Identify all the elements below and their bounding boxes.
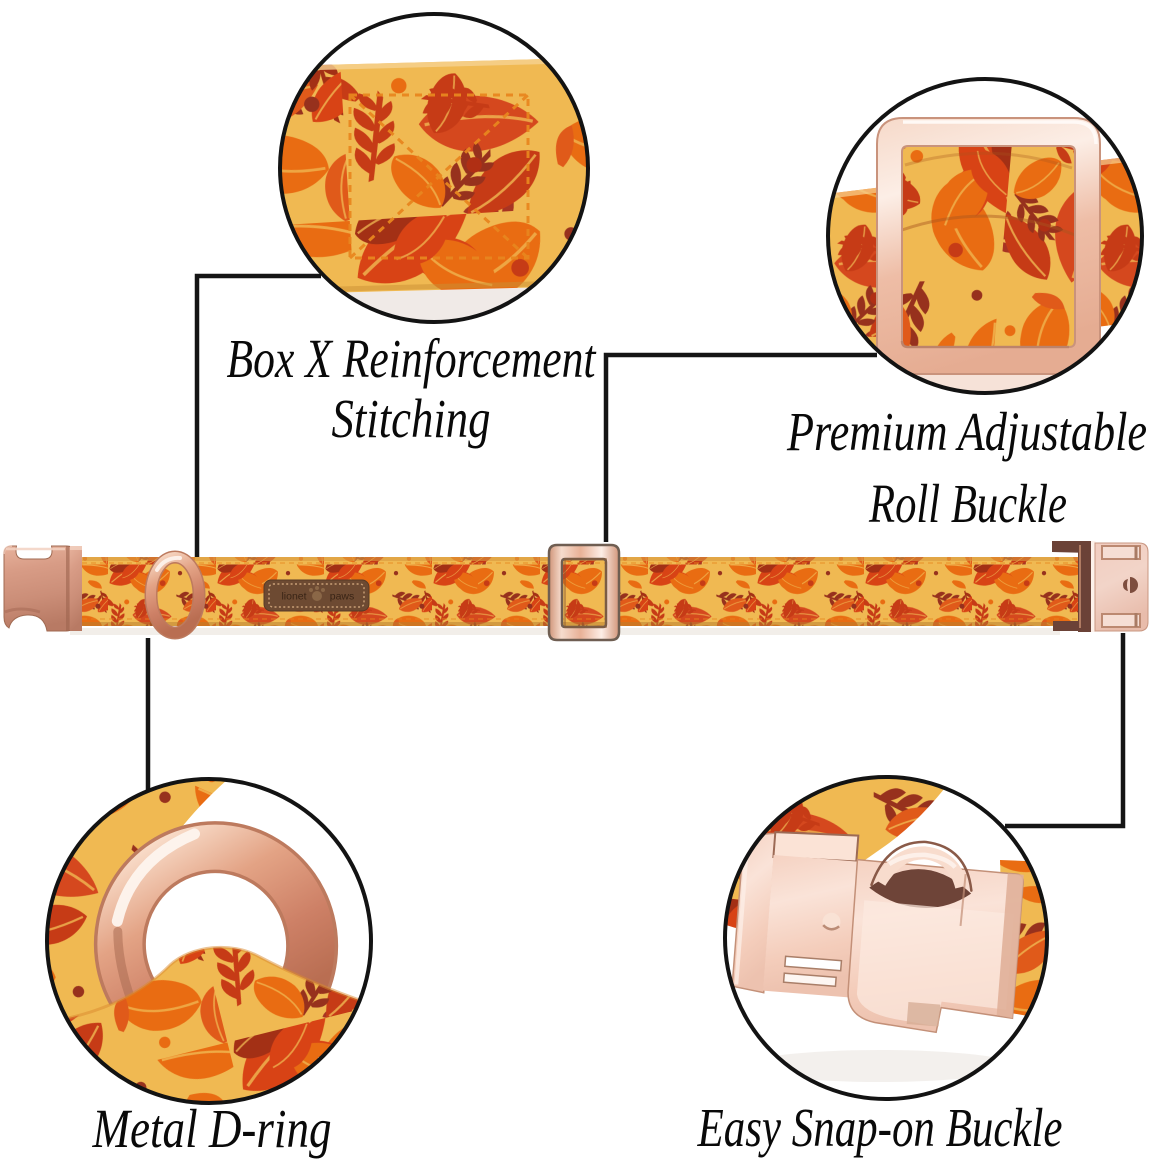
svg-text:lionet: lionet	[281, 591, 306, 603]
svg-text:Box X Reinforcement: Box X Reinforcement	[227, 328, 597, 389]
svg-text:paws: paws	[330, 591, 355, 603]
svg-text:Premium Adjustable: Premium Adjustable	[786, 401, 1147, 462]
svg-text:Roll Buckle: Roll Buckle	[868, 473, 1067, 534]
svg-text:Stitching: Stitching	[332, 388, 491, 449]
svg-text:Metal D-ring: Metal D-ring	[92, 1098, 332, 1159]
svg-text:Easy Snap-on Buckle: Easy Snap-on Buckle	[697, 1097, 1063, 1158]
